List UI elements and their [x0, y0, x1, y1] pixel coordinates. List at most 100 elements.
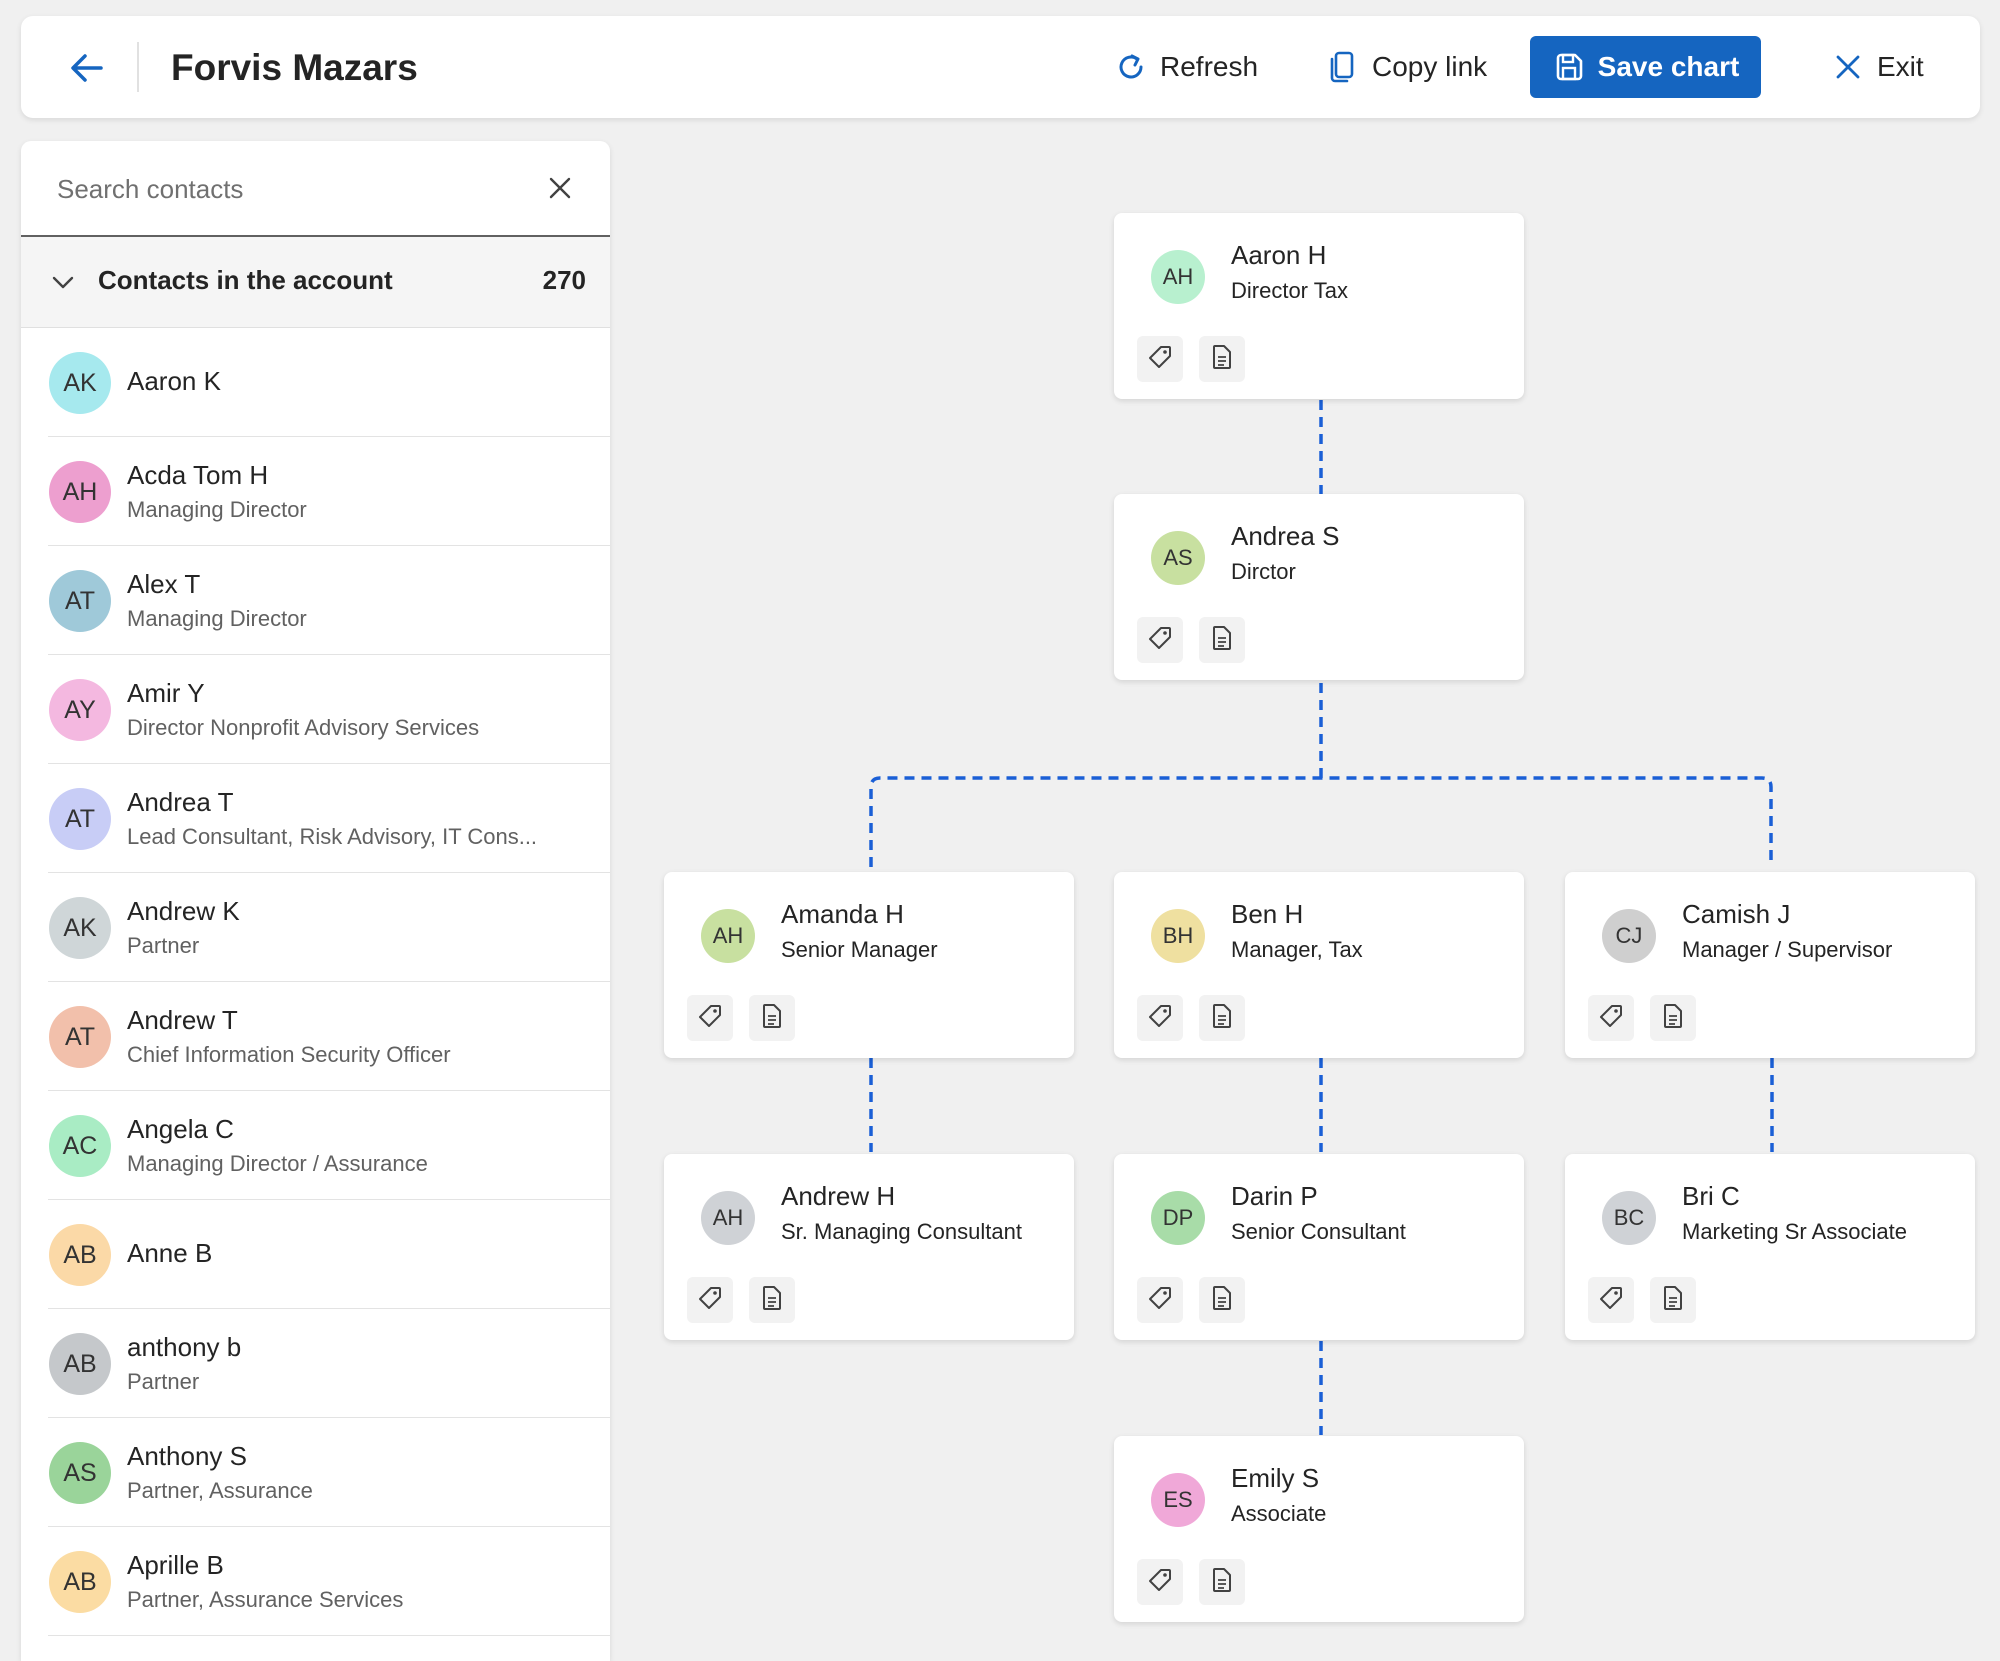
- notes-button[interactable]: [1199, 1559, 1245, 1605]
- document-icon: [1661, 1003, 1685, 1034]
- copy-link-button[interactable]: Copy link: [1326, 36, 1487, 98]
- save-chart-button[interactable]: Save chart: [1530, 36, 1761, 98]
- tag-icon: [1147, 625, 1173, 656]
- contacts-group-header[interactable]: Contacts in the account 270: [21, 237, 610, 328]
- avatar: AB: [49, 1551, 111, 1613]
- save-chart-label: Save chart: [1597, 51, 1740, 82]
- tag-button[interactable]: [1137, 1277, 1183, 1323]
- document-icon: [1210, 625, 1234, 656]
- avatar: AS: [1151, 531, 1205, 585]
- tag-button[interactable]: [687, 995, 733, 1041]
- notes-button[interactable]: [749, 995, 795, 1041]
- tag-button[interactable]: [1137, 617, 1183, 663]
- copy-icon: [1326, 50, 1360, 84]
- avatar: AS: [49, 1442, 111, 1504]
- avatar: DP: [1151, 1191, 1205, 1245]
- contact-list-item[interactable]: AB Anne B: [21, 1200, 610, 1309]
- tag-button[interactable]: [1137, 336, 1183, 382]
- avatar: AK: [49, 352, 111, 414]
- card-name: Andrea S: [1231, 521, 1340, 551]
- contact-list-item[interactable]: AT Alex T Managing Director: [21, 546, 610, 655]
- copy-link-label: Copy link: [1372, 51, 1488, 82]
- contact-name: Andrea T: [127, 787, 234, 817]
- refresh-icon: [1114, 50, 1148, 84]
- clear-search-button[interactable]: [545, 173, 575, 203]
- document-icon: [1661, 1285, 1685, 1316]
- org-card-camish[interactable]: CJ Camish J Manager / Supervisor: [1565, 872, 1975, 1058]
- tag-icon: [697, 1285, 723, 1316]
- card-title: Senior Manager: [781, 937, 938, 962]
- refresh-label: Refresh: [1160, 51, 1259, 82]
- avatar: AB: [49, 1333, 111, 1395]
- document-icon: [760, 1285, 784, 1316]
- notes-button[interactable]: [1199, 617, 1245, 663]
- avatar: AY: [49, 679, 111, 741]
- contact-title: Partner, Assurance Services: [127, 1587, 404, 1612]
- page-title: Forvis Mazars: [171, 47, 418, 88]
- arrow-left-icon: [71, 54, 103, 82]
- contact-title: Partner, Assurance: [127, 1478, 313, 1503]
- avatar: AH: [701, 1191, 755, 1245]
- tag-button[interactable]: [1588, 1277, 1634, 1323]
- tag-button[interactable]: [1588, 995, 1634, 1041]
- app-header: Forvis Mazars Refresh Copy link Sav: [21, 16, 1980, 118]
- notes-button[interactable]: [1199, 336, 1245, 382]
- connector-bus: [869, 776, 1773, 867]
- tag-icon: [697, 1003, 723, 1034]
- tag-icon: [1147, 1285, 1173, 1316]
- notes-button[interactable]: [1199, 1277, 1245, 1323]
- notes-button[interactable]: [1650, 1277, 1696, 1323]
- notes-button[interactable]: [1650, 995, 1696, 1041]
- tag-button[interactable]: [1137, 995, 1183, 1041]
- search-bar: [21, 141, 610, 237]
- exit-button[interactable]: Exit: [1831, 36, 1924, 98]
- contact-title: Partner: [127, 1369, 200, 1394]
- document-icon: [1210, 1285, 1234, 1316]
- avatar: AH: [1151, 250, 1205, 304]
- avatar: AB: [49, 1224, 111, 1286]
- contact-title: Managing Director: [127, 606, 307, 631]
- card-title: Manager / Supervisor: [1682, 937, 1893, 962]
- avatar: AT: [49, 570, 111, 632]
- tag-icon: [1598, 1285, 1624, 1316]
- close-icon: [1831, 50, 1865, 84]
- search-input[interactable]: [55, 163, 539, 215]
- card-name: Emily S: [1231, 1463, 1320, 1493]
- tag-button[interactable]: [1137, 1559, 1183, 1605]
- contact-name: Anne B: [127, 1238, 213, 1268]
- tag-button[interactable]: [687, 1277, 733, 1323]
- contact-name: Alex T: [127, 569, 201, 599]
- refresh-button[interactable]: Refresh: [1114, 36, 1258, 98]
- back-button[interactable]: [65, 46, 109, 90]
- notes-button[interactable]: [749, 1277, 795, 1323]
- card-name: Camish J: [1682, 899, 1791, 929]
- notes-button[interactable]: [1199, 995, 1245, 1041]
- card-name: Ben H: [1231, 899, 1304, 929]
- avatar: CJ: [1602, 909, 1656, 963]
- tag-icon: [1147, 1567, 1173, 1598]
- card-name: Bri C: [1682, 1181, 1740, 1211]
- card-title: Associate: [1231, 1501, 1327, 1526]
- card-name: Amanda H: [781, 899, 904, 929]
- card-title: Sr. Managing Consultant: [781, 1219, 1022, 1244]
